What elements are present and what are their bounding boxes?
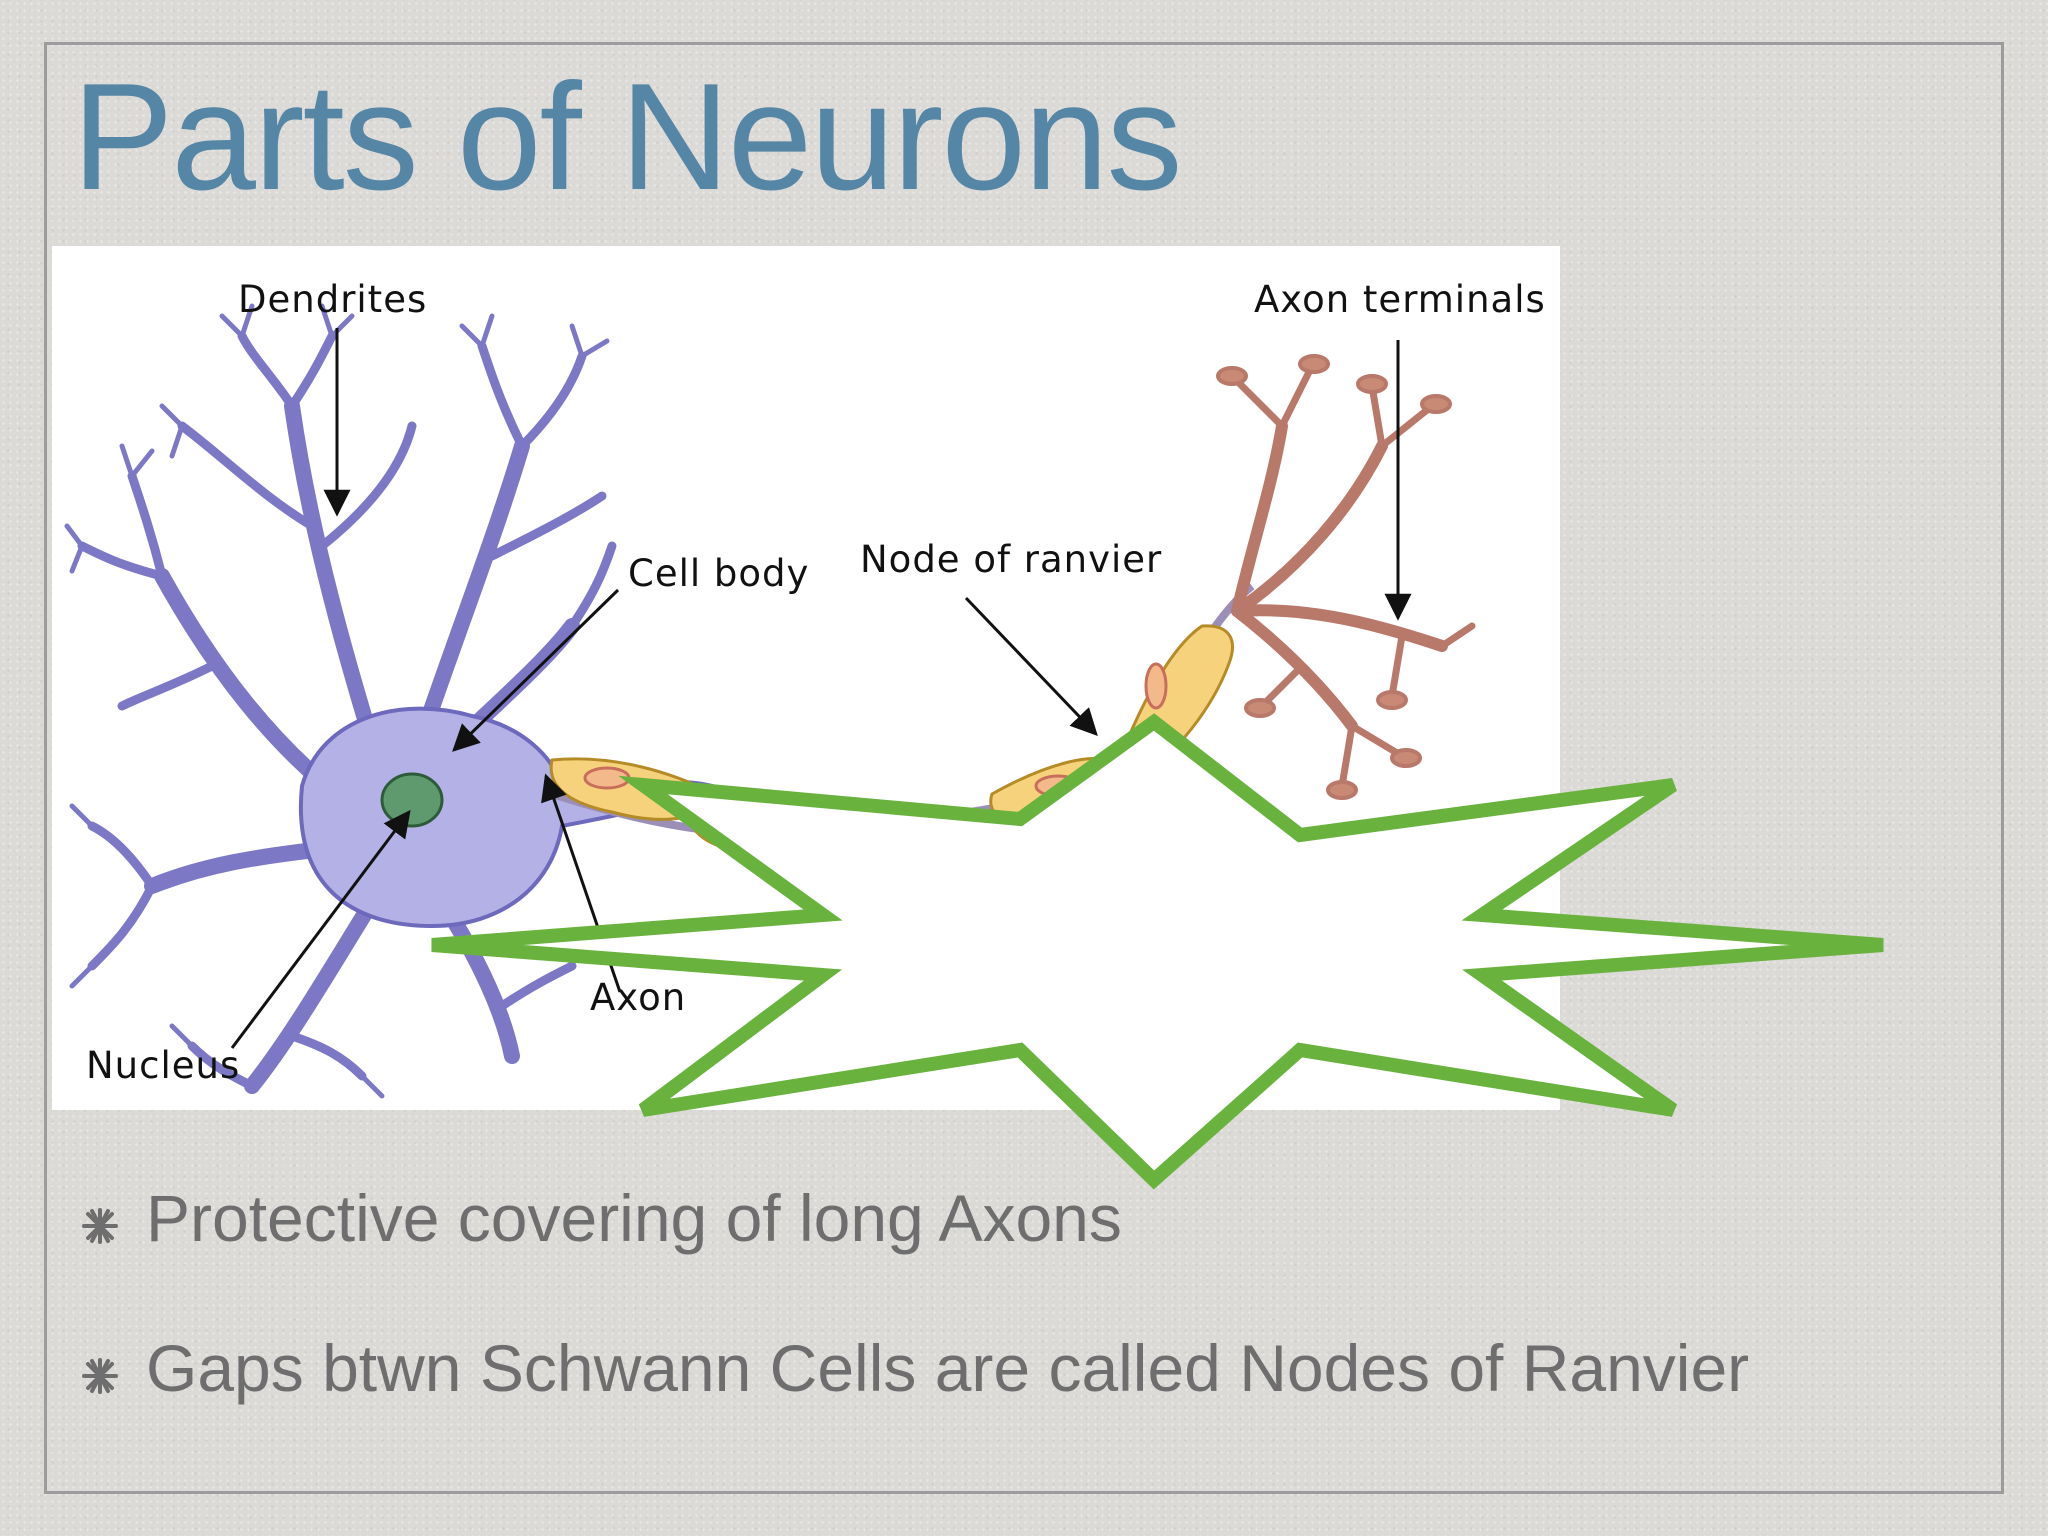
nucleus-pointer (230, 809, 411, 1049)
label-axon-terminals: Axon terminals (1254, 278, 1546, 321)
label-node-of-ranvier: Node of ranvier (860, 538, 1163, 581)
label-myelin-sheath: Myelin sheath (828, 988, 1100, 1031)
label-cell-body: Cell body (628, 552, 810, 595)
schwanns-cells-pointer (1063, 790, 1233, 878)
neuron-illustration (64, 303, 1476, 1099)
bullet-text: Gaps btwn Schwann Cells are called Nodes… (146, 1331, 1750, 1405)
slide-frame (44, 42, 2004, 1494)
label-dendrites: Dendrites (238, 278, 428, 321)
axon-terminals-shape (1216, 354, 1476, 800)
nucleus-shape (380, 772, 444, 828)
slide-title: Parts of Neurons (72, 52, 1183, 222)
label-nucleus: Nucleus (86, 1044, 241, 1087)
dendrites-shape (64, 303, 617, 1099)
label-axon: Axon (590, 976, 687, 1019)
bullet-text: Protective covering of long Axons (146, 1181, 1122, 1255)
asterisk-bullet-icon (82, 1358, 118, 1394)
asterisk-bullet-icon (82, 1208, 118, 1244)
label-schwanns-cells: Schwann's cells (1172, 874, 1479, 917)
cell-body-pointer (452, 588, 620, 752)
node-of-ranvier-pointer (964, 596, 1098, 736)
neuron-diagram: Dendrites Axon terminals Cell body Node … (52, 246, 1560, 1110)
